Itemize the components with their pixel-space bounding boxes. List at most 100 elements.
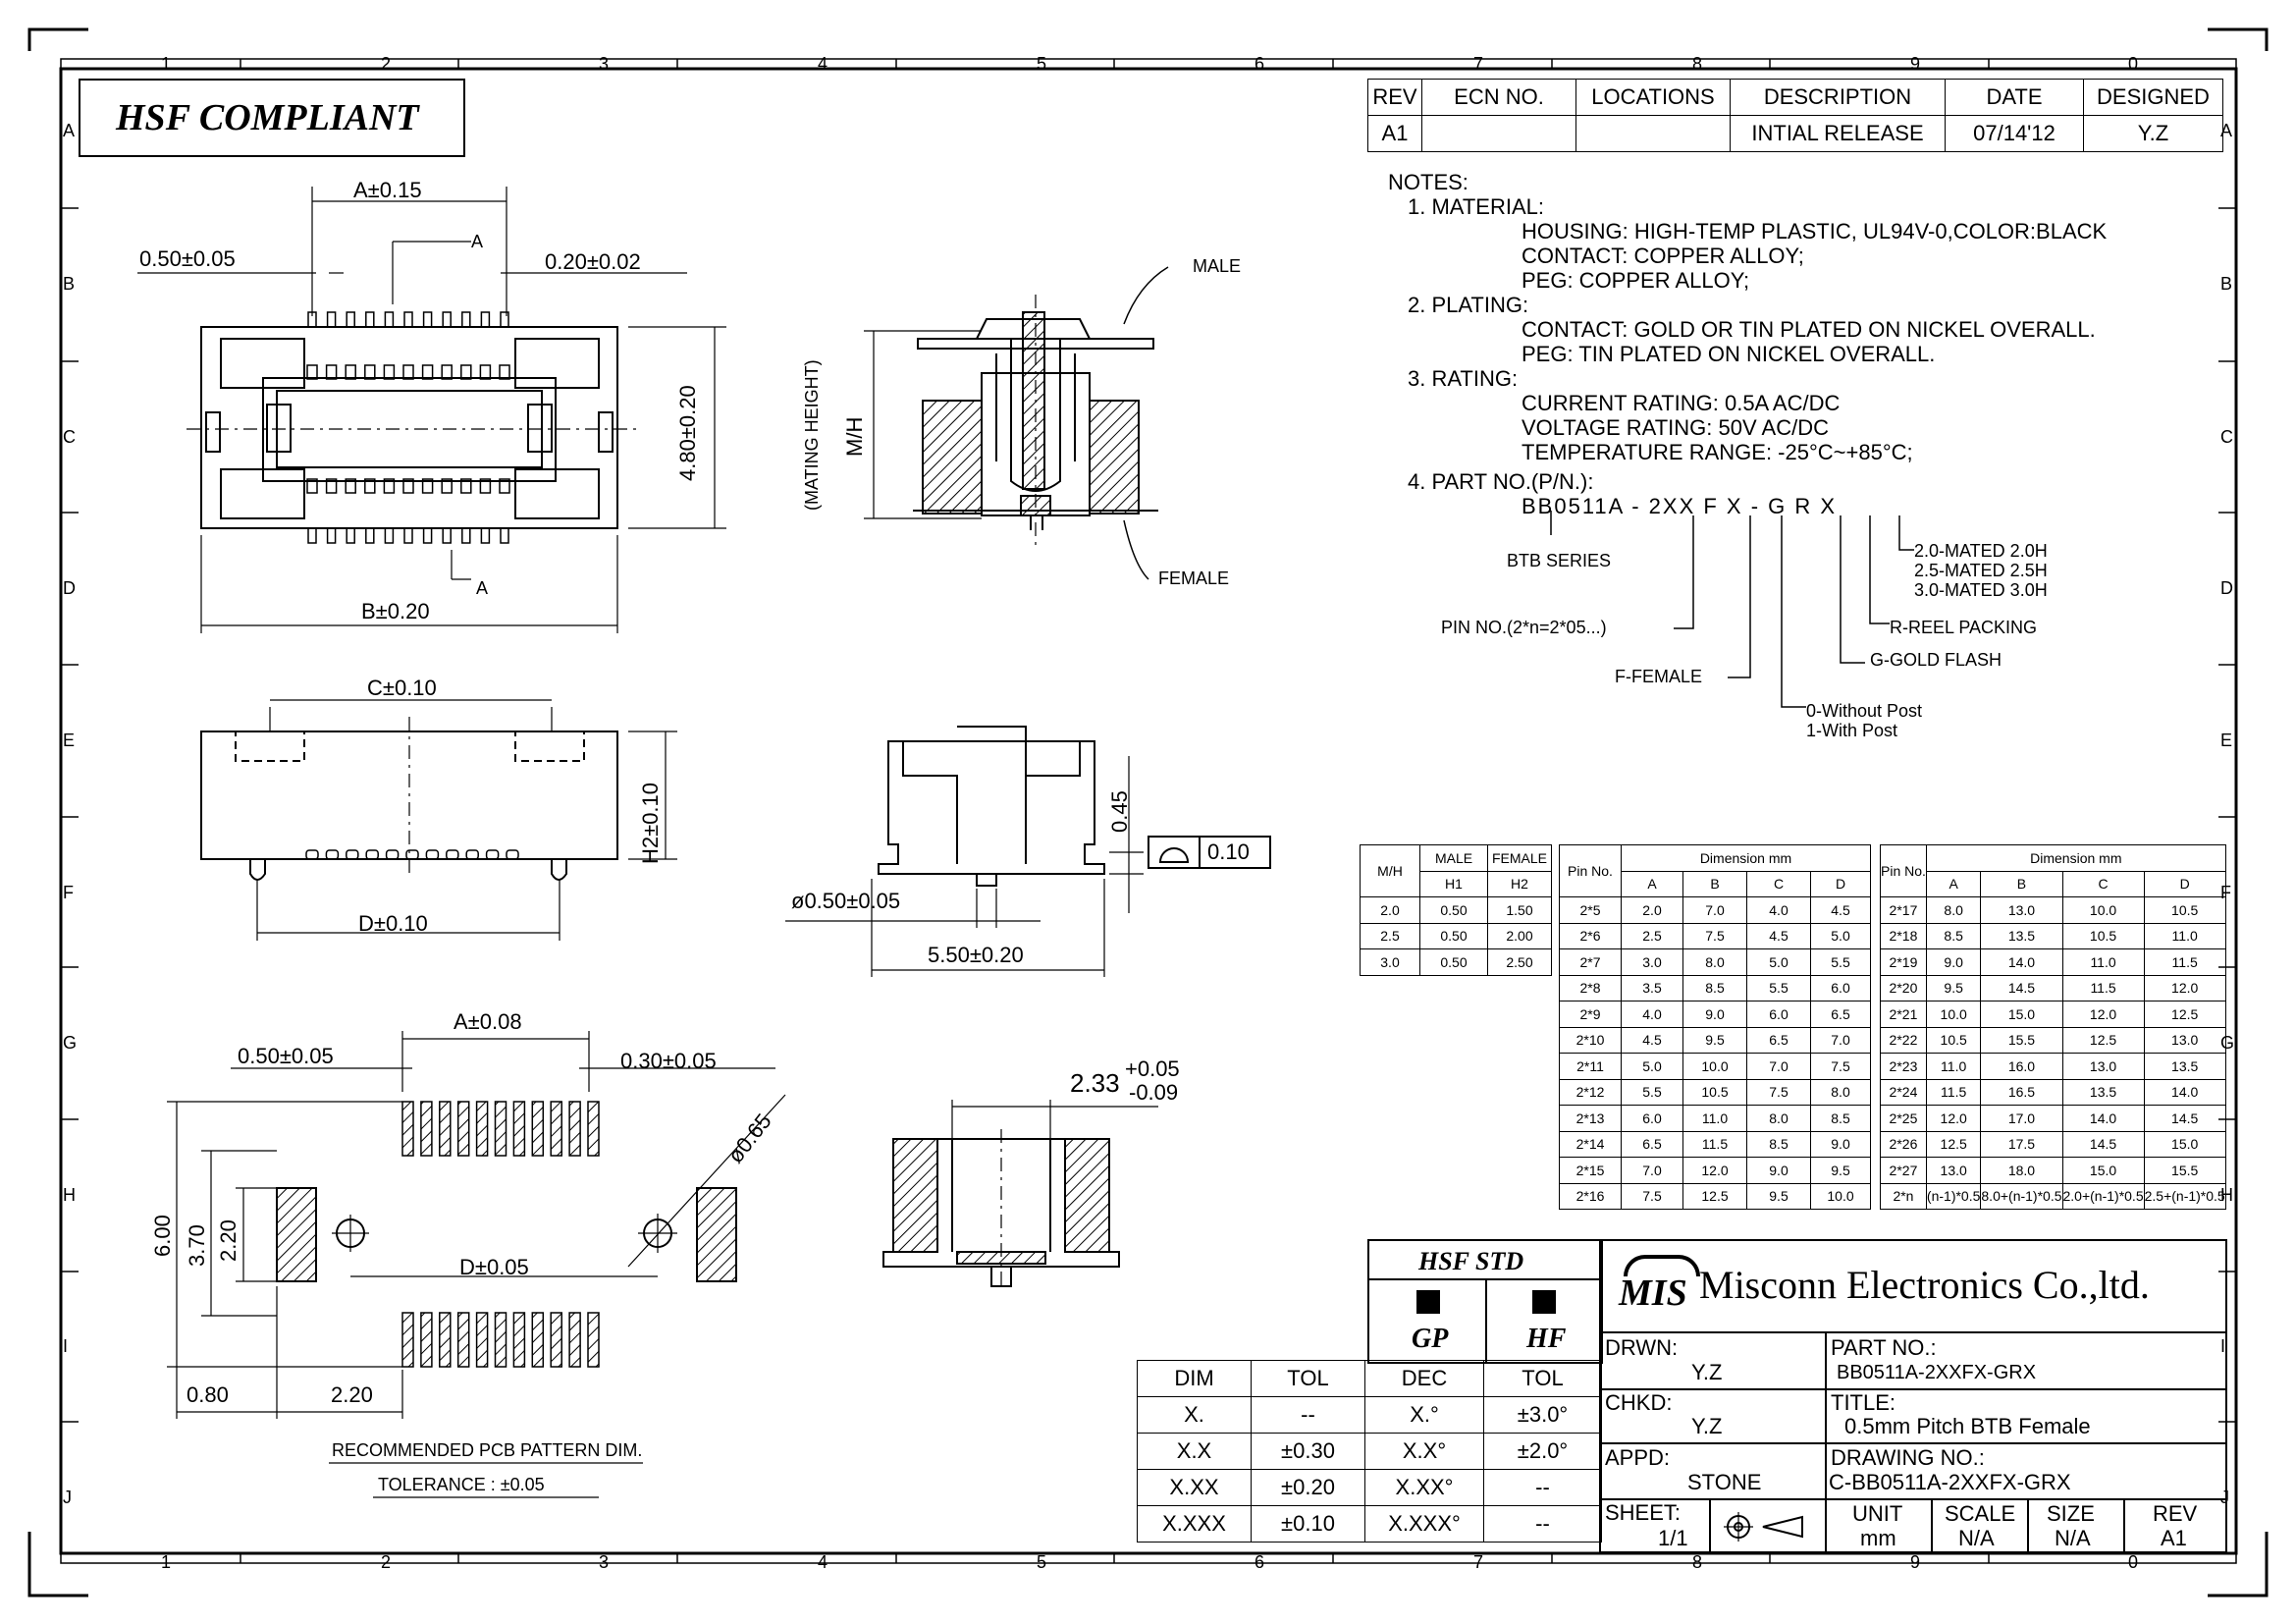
contact-pin xyxy=(384,527,395,544)
contact-pin xyxy=(421,364,434,380)
table-cell: 3.5 xyxy=(1621,974,1683,1001)
notes-heading: NOTES: xyxy=(1388,170,1468,194)
dim-020: 0.20±0.02 xyxy=(545,249,641,274)
revision-table: REV ECN NO. LOCATIONS DESCRIPTION DATE D… xyxy=(1367,79,2223,152)
row-label: A xyxy=(63,121,76,140)
table-cell: 2.0 xyxy=(1360,896,1420,924)
table-cell: 13.0 xyxy=(2143,1026,2226,1054)
table-cell: 1.50 xyxy=(1487,896,1552,924)
table-cell: 11.5 xyxy=(2061,974,2145,1001)
unit-label: UNIT xyxy=(1852,1501,1903,1526)
dim-h2: H2±0.10 xyxy=(638,782,663,864)
section-mark-a: A xyxy=(471,232,484,251)
hsf-compliant-text: HSF COMPLIANT xyxy=(116,97,419,138)
contact-pin xyxy=(383,364,396,380)
table-cell: 2*16 xyxy=(1559,1182,1622,1210)
pcb-pad xyxy=(420,1101,433,1157)
header-pin-no: Pin No. xyxy=(1880,844,1927,897)
part-code: BB0511A - 2XX F X - G R X xyxy=(1522,494,1838,518)
table-cell: 12.0 xyxy=(1925,1105,1982,1132)
appd-label: APPD: xyxy=(1605,1445,1671,1470)
row-label: F xyxy=(2220,883,2231,902)
decode-btb: BTB SERIES xyxy=(1507,551,1612,570)
table-cell: 10.5 xyxy=(1682,1078,1747,1106)
header-c: C xyxy=(2061,870,2145,897)
decode-mated-30: 3.0-MATED 3.0H xyxy=(1914,580,2048,600)
table-cell: 8.5 xyxy=(1682,974,1747,1001)
row-label: I xyxy=(2220,1336,2226,1356)
table-cell: 15.5 xyxy=(1980,1026,2063,1054)
contact-pin xyxy=(345,478,356,494)
table-cell: 0.50 xyxy=(1419,948,1488,976)
col-label: 7 xyxy=(1473,1552,1484,1572)
header-dimension: Dimension mm xyxy=(1621,844,1871,872)
table-cell: 6.0 xyxy=(1810,974,1871,1001)
contact-pin xyxy=(403,527,413,544)
table-cell: 9.5 xyxy=(1682,1026,1747,1054)
table-cell: 16.5 xyxy=(1980,1078,2063,1106)
table-cell: 5.5 xyxy=(1810,948,1871,976)
table-cell: 14.5 xyxy=(1980,974,2063,1001)
table-cell: X.° xyxy=(1364,1396,1484,1434)
part-no-value: BB0511A-2XXFX-GRX xyxy=(1837,1362,2037,1383)
table-cell: 15.0 xyxy=(2143,1130,2226,1158)
table-row: Pin No. Dimension mm xyxy=(1559,844,1871,897)
contact-pin xyxy=(500,527,509,544)
header-d: D xyxy=(1810,870,1871,897)
label-male: MALE xyxy=(1193,256,1242,276)
table-cell: X.XX° xyxy=(1364,1469,1484,1506)
table-cell: 7.0 xyxy=(1746,1053,1811,1080)
table-cell: 2*6 xyxy=(1559,922,1622,949)
table-cell: 4.0 xyxy=(1621,1001,1683,1028)
col-label: 3 xyxy=(599,54,610,74)
header-tol-angle: TOL xyxy=(1483,1360,1602,1397)
table-cell: 17.5 xyxy=(1980,1130,2063,1158)
label-mh: M/H xyxy=(842,416,867,457)
scale-label: SCALE xyxy=(1945,1501,2016,1526)
table-row: A B C D xyxy=(1881,870,2226,897)
dim-a015: A±0.15 xyxy=(353,178,422,202)
drwn-value: Y.Z xyxy=(1691,1360,1723,1384)
table-cell: 6.5 xyxy=(1621,1130,1683,1158)
hsf-std-block: HSF STD GP HF xyxy=(1367,1239,1603,1364)
table-cell: 2*20 xyxy=(1880,974,1927,1001)
table-cell: 2*25 xyxy=(1880,1105,1927,1132)
pcb-pad xyxy=(401,1312,414,1368)
header-b: B xyxy=(1682,870,1747,897)
row-label: B xyxy=(63,274,76,294)
table-cell: 13.5 xyxy=(2061,1078,2145,1106)
pcb-pad xyxy=(531,1312,545,1368)
header-mh: M/H xyxy=(1360,844,1420,897)
hf-mark xyxy=(1532,1290,1556,1314)
note-line: HOUSING: HIGH-TEMP PLASTIC, UL94V-0,COLO… xyxy=(1522,219,2108,244)
header-dimension: Dimension mm xyxy=(1925,844,2226,872)
table-cell: 3.0 xyxy=(1360,948,1420,976)
row-label: H xyxy=(63,1185,76,1205)
table-cell: 2*8 xyxy=(1559,974,1622,1001)
contact-pin xyxy=(479,478,492,494)
table-row: Pin No. Dimension mm xyxy=(1880,844,2226,897)
table-cell: 8.0 xyxy=(1925,896,1982,924)
ecn-cell xyxy=(1421,115,1576,152)
note-line: 2. PLATING: xyxy=(1408,293,1529,317)
company-logo: MIS xyxy=(1619,1255,1707,1314)
section-mark-a: A xyxy=(476,578,489,598)
table-cell: 13.5 xyxy=(2143,1053,2226,1080)
contact-pin xyxy=(346,311,355,328)
col-label: 8 xyxy=(1692,54,1703,74)
dim-233-tol-up: +0.05 xyxy=(1125,1056,1180,1081)
gp-mark xyxy=(1416,1290,1440,1314)
contact-pin xyxy=(441,478,453,494)
table-cell: 2*19 xyxy=(1880,948,1927,976)
